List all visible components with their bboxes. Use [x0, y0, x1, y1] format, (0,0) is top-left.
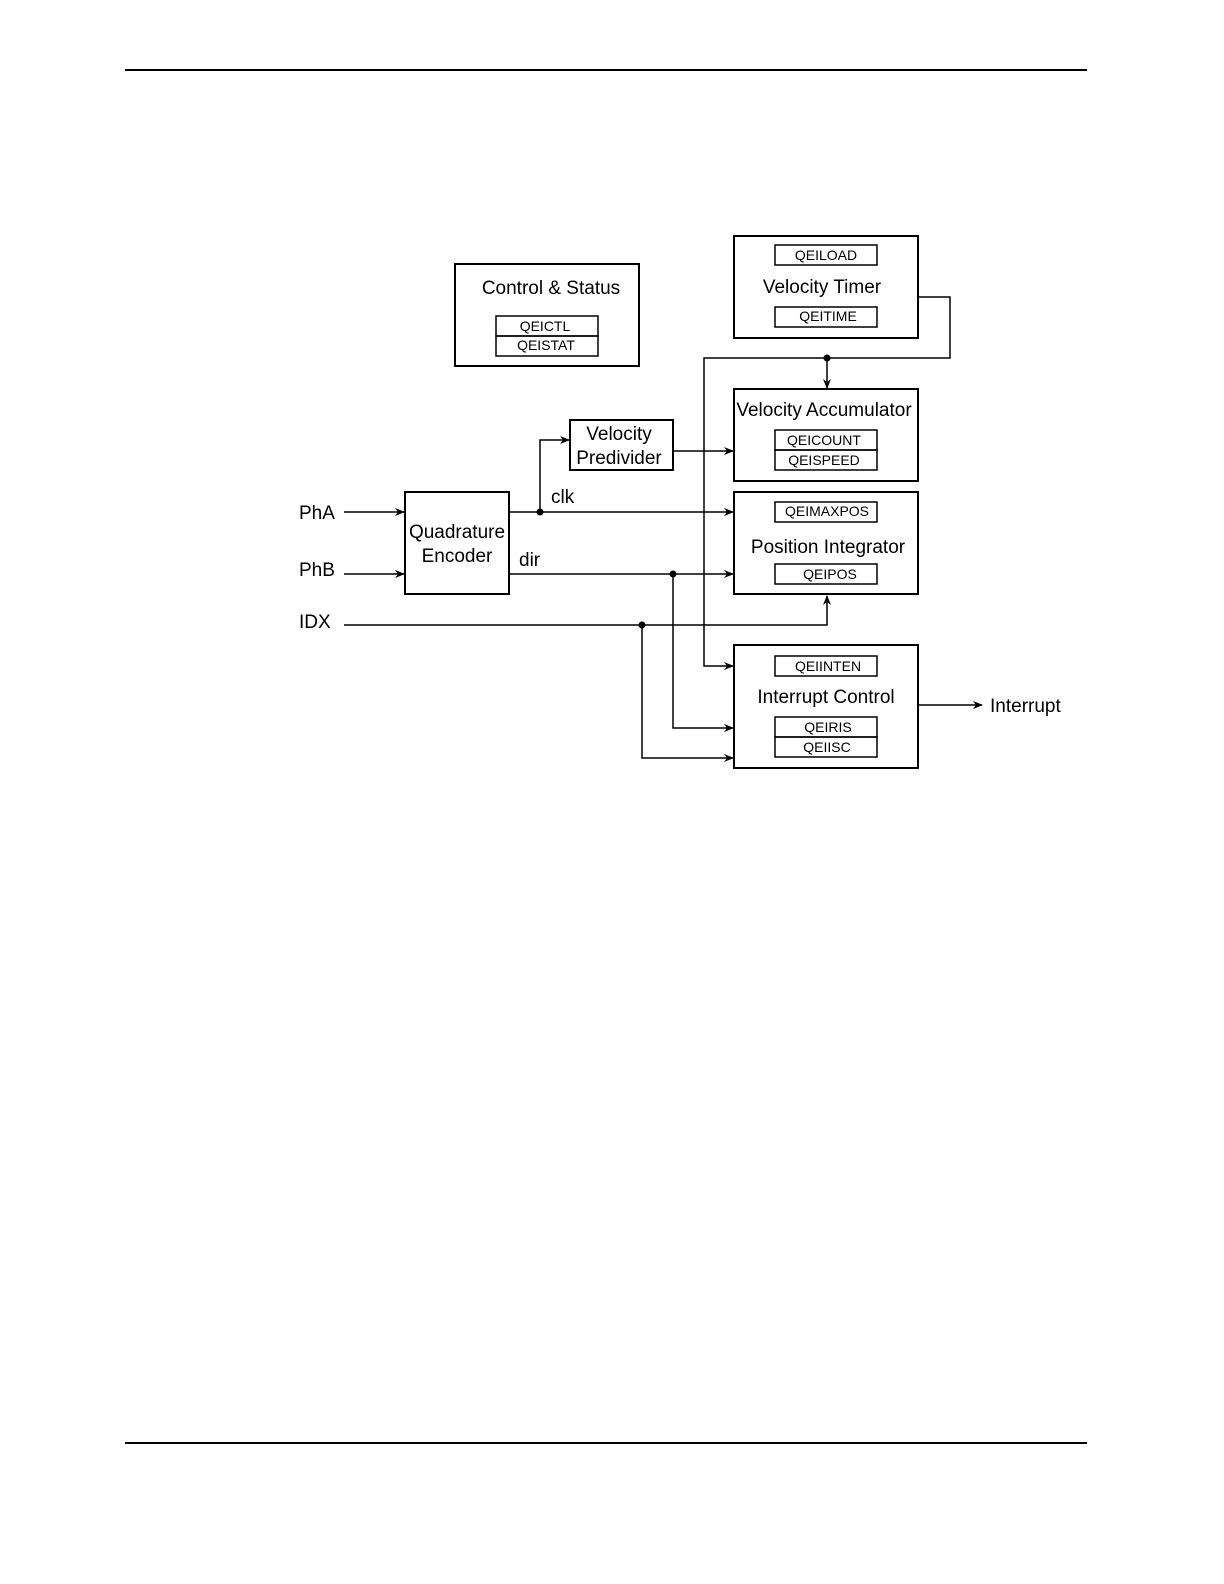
velocity-timer-block: QEILOAD Velocity Timer QEITIME — [734, 236, 918, 338]
quadrature-encoder-title-line2: Encoder — [422, 546, 493, 567]
velocity-timer-title: Velocity Timer — [763, 277, 882, 298]
velocity-predivider-title-line2: Predivider — [576, 448, 662, 469]
junction-idx — [639, 622, 646, 629]
register-qeiload: QEILOAD — [795, 247, 857, 263]
junction-clk — [537, 509, 544, 516]
junction-dir — [670, 571, 677, 578]
signal-phb-label: PhB — [299, 560, 335, 581]
register-qeictl: QEICTL — [520, 318, 571, 334]
quadrature-encoder-title-line1: Quadrature — [409, 522, 505, 543]
register-qeistat: QEISTAT — [517, 337, 575, 353]
register-qeicount: QEICOUNT — [787, 432, 861, 448]
register-qeiisc: QEIISC — [803, 739, 850, 755]
velocity-accumulator-title: Velocity Accumulator — [736, 400, 912, 421]
control-status-block: Control & Status QEICTL QEISTAT — [455, 264, 639, 366]
position-integrator-block: QEIMAXPOS Position Integrator QEIPOS — [734, 492, 918, 594]
interrupt-control-title: Interrupt Control — [757, 687, 894, 708]
register-qeimaxpos: QEIMAXPOS — [785, 503, 869, 519]
velocity-accumulator-block: Velocity Accumulator QEICOUNT QEISPEED — [734, 389, 918, 481]
wire-dir-to-interrupt — [673, 574, 733, 728]
signal-dir-label: dir — [519, 550, 541, 571]
quadrature-encoder-block: Quadrature Encoder — [405, 492, 509, 594]
velocity-predivider-title-line1: Velocity — [586, 424, 652, 445]
velocity-predivider-block: Velocity Predivider — [570, 420, 673, 470]
interrupt-control-block: QEIINTEN Interrupt Control QEIRIS QEIISC — [734, 645, 918, 768]
register-qeiris: QEIRIS — [804, 719, 851, 735]
signal-clk-label: clk — [551, 487, 575, 508]
register-qeitime: QEITIME — [799, 308, 857, 324]
register-qeipos: QEIPOS — [803, 566, 857, 582]
wire-idx-to-interrupt — [642, 625, 733, 758]
signal-interrupt-label: Interrupt — [990, 696, 1061, 717]
register-qeispeed: QEISPEED — [788, 452, 860, 468]
register-qeiinten: QEIINTEN — [795, 658, 861, 674]
junction-timer — [824, 355, 831, 362]
control-status-title: Control & Status — [482, 278, 620, 299]
signal-pha-label: PhA — [299, 503, 335, 524]
position-integrator-title: Position Integrator — [751, 537, 906, 558]
signal-idx-label: IDX — [299, 612, 331, 633]
wire-idx — [344, 596, 827, 625]
